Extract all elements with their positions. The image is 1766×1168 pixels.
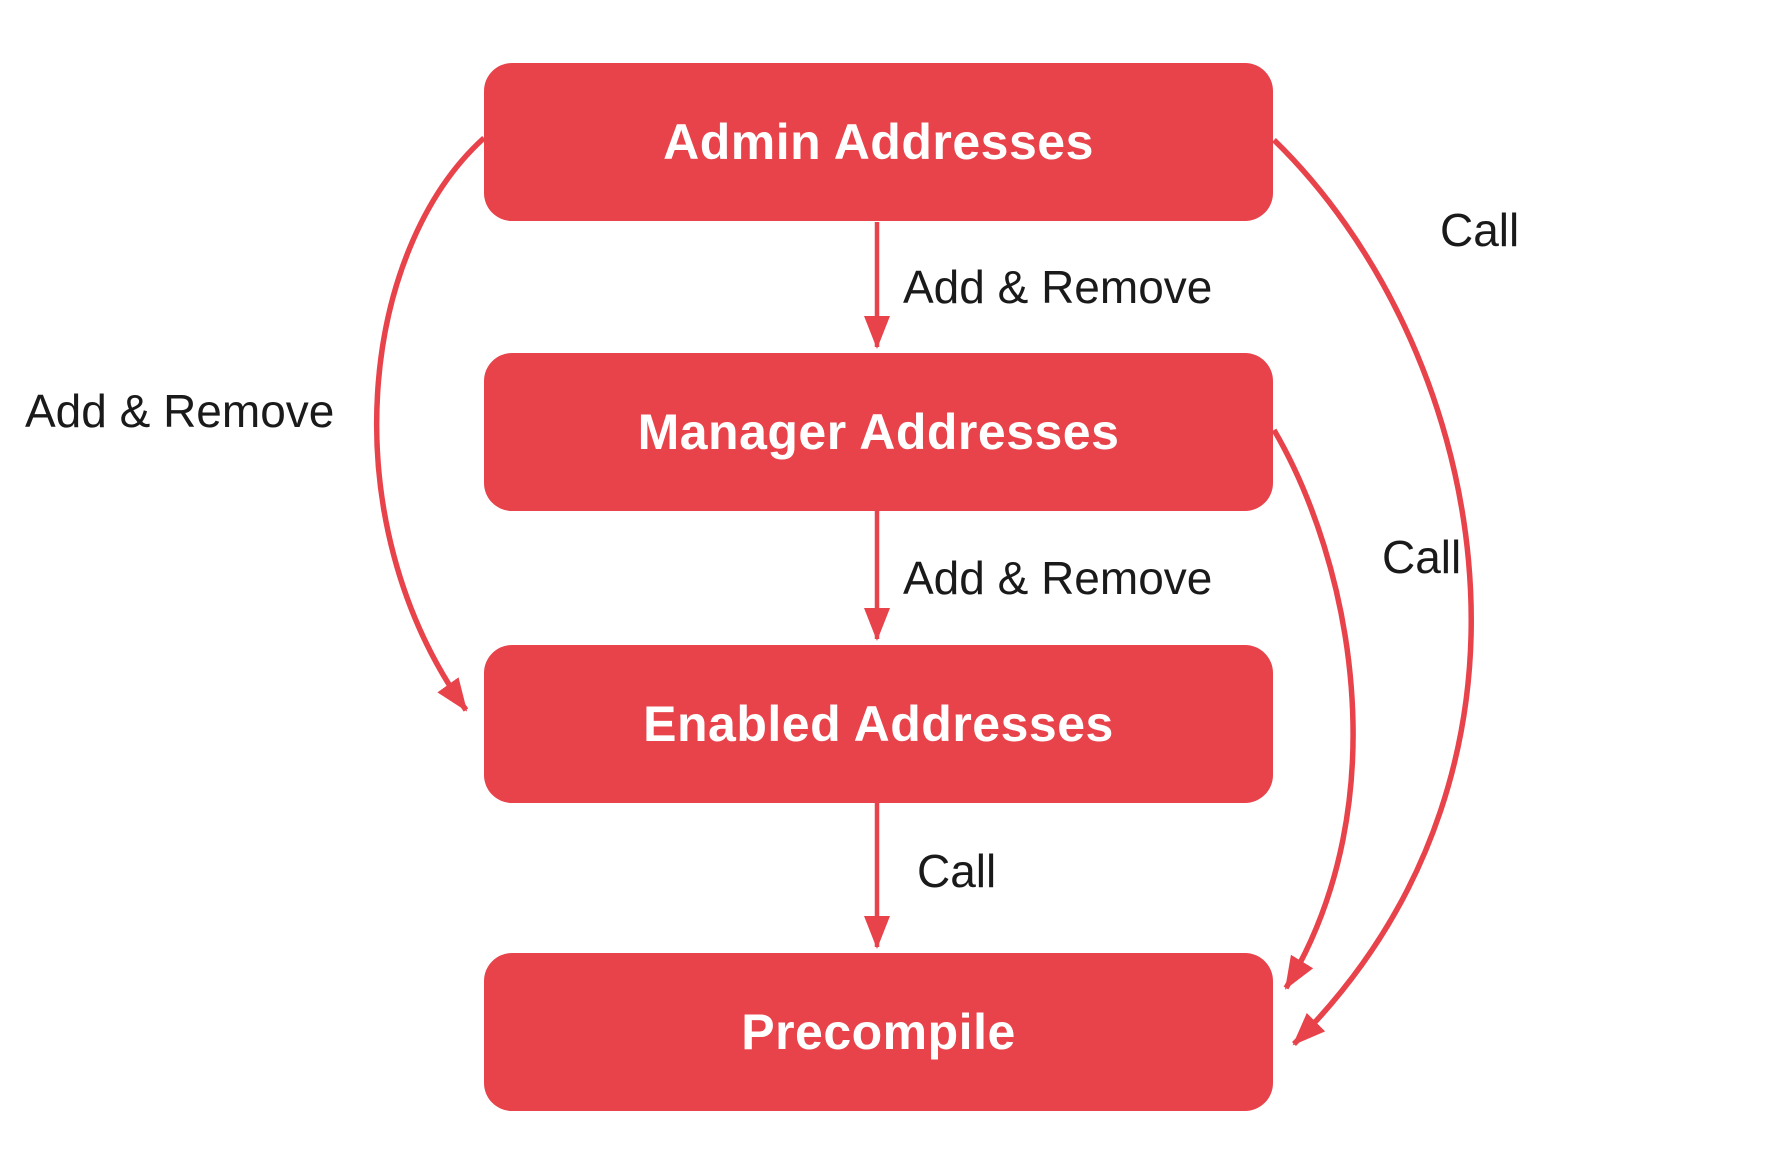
edge-label-admin-to-enabled: Add & Remove bbox=[25, 385, 335, 437]
node-admin-addresses: Admin Addresses bbox=[484, 63, 1273, 221]
node-enabled-addresses-label: Enabled Addresses bbox=[643, 696, 1114, 752]
edge-admin-to-precompile-arrow bbox=[1272, 138, 1474, 1046]
edge-label-admin-to-precompile: Call bbox=[1440, 204, 1520, 256]
edge-manager-to-precompile-arrow bbox=[1271, 428, 1356, 990]
edge-label-enabled-to-precompile: Call bbox=[917, 845, 997, 897]
node-enabled-addresses: Enabled Addresses bbox=[484, 645, 1273, 803]
node-manager-addresses-label: Manager Addresses bbox=[637, 404, 1120, 460]
node-manager-addresses: Manager Addresses bbox=[484, 353, 1273, 511]
edge-label-admin-to-manager: Add & Remove bbox=[903, 261, 1213, 313]
node-precompile-label: Precompile bbox=[741, 1004, 1016, 1060]
node-precompile: Precompile bbox=[484, 953, 1273, 1111]
node-admin-addresses-label: Admin Addresses bbox=[663, 114, 1094, 170]
edge-label-manager-to-precompile: Call bbox=[1382, 531, 1462, 583]
edge-label-manager-to-enabled: Add & Remove bbox=[903, 552, 1213, 604]
edge-admin-to-enabled-arrow bbox=[373, 135, 486, 712]
